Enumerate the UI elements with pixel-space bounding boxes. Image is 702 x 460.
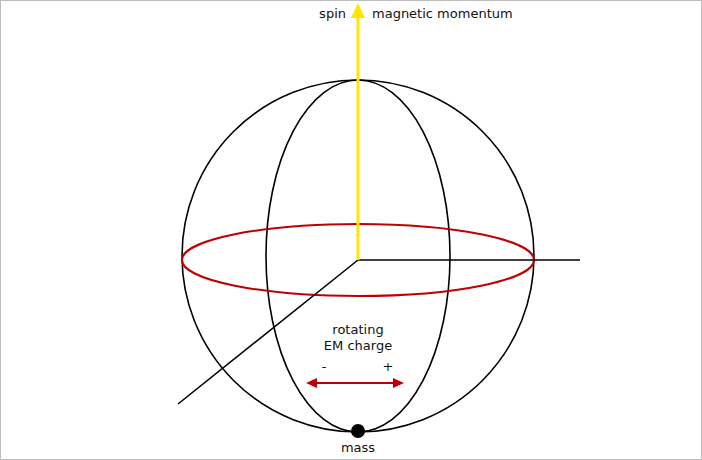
x-axis bbox=[358, 259, 580, 261]
mass-label: mass bbox=[341, 440, 375, 456]
rotation-arrowhead bbox=[393, 378, 404, 388]
sign-label: - bbox=[322, 359, 327, 375]
charge-label: rotating EM charge bbox=[322, 322, 394, 354]
spin-label: spin bbox=[319, 6, 346, 22]
spin-arrowhead bbox=[351, 3, 365, 18]
moment-label: magnetic momentum bbox=[372, 6, 513, 22]
sign-label: + bbox=[383, 359, 394, 375]
rotation-arrowhead bbox=[306, 378, 317, 388]
spin-arrow bbox=[357, 16, 360, 260]
rotation-arrow bbox=[316, 382, 394, 384]
mass-dot bbox=[351, 424, 365, 438]
